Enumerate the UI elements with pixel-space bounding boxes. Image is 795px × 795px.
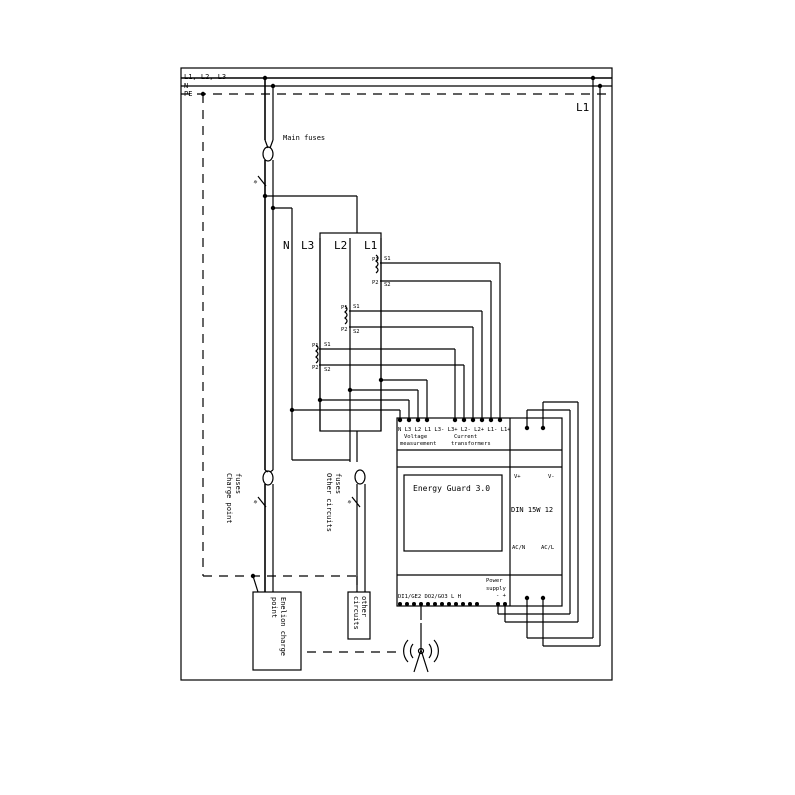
ct-l3-s1: S1 [324, 342, 331, 348]
antenna-icon [403, 623, 439, 673]
ct-l2-p2: P2 [341, 327, 348, 333]
v-plus-label: V+ [514, 474, 521, 480]
bottom-terminal-labels: DI1/GE2 DO2/GO3 L H [398, 594, 461, 600]
ct-l1-p1: P1 [372, 257, 379, 263]
v-minus-label: V- [548, 474, 555, 480]
ct-l2-s1: S1 [353, 304, 360, 310]
bus-pe-label: PE [184, 90, 192, 98]
svg-text:≡: ≡ [253, 499, 260, 505]
ct-l3-p1: P1 [312, 343, 319, 349]
power-supply-polarity: - + [496, 593, 507, 599]
device-name: Energy Guard 3.0 [413, 484, 490, 493]
psu-label: DIN 15W 12 [511, 506, 553, 514]
charge-point-label-line2: point [270, 597, 278, 618]
other-circuits-label-line2: circuits [352, 596, 360, 630]
bus-n-label: N [184, 82, 188, 90]
other-circuits-box [347, 591, 371, 640]
ct-l3-s2: S2 [324, 367, 331, 373]
panel-l2-label: L2 [334, 239, 347, 252]
power-supply-label-line1: Power [486, 578, 503, 584]
ac-n-label: AC/N [512, 545, 525, 551]
other-fuses-label-line2: fuses [334, 473, 342, 494]
top-terminal-labels: N L3 L2 L1 L3- L3+ L2- L2+ L1- L1+ [398, 427, 511, 433]
ct-l3-p2: P2 [312, 365, 319, 371]
other-circuits-label-line1: other [360, 596, 368, 617]
panel-n-label: N [283, 239, 290, 252]
current-label-line2: transformers [451, 441, 491, 447]
bus-l1-right-label: L1 [576, 101, 589, 114]
ct-l1-s1: S1 [384, 256, 391, 262]
device-display [403, 474, 503, 552]
ct-l1-p2: P2 [372, 280, 379, 286]
svg-text:≡: ≡ [347, 499, 354, 505]
charge-point-label-line1: Enelion charge [279, 597, 287, 656]
voltage-label-line1: Voltage [404, 434, 427, 440]
ct-l2-p1: P1 [341, 305, 348, 311]
power-supply-label-line2: supply [486, 586, 507, 592]
bus-l123-label: L1, L2, L3 [184, 73, 226, 81]
panel-l3-label: L3 [301, 239, 314, 252]
ct-l1-s2: S2 [384, 282, 391, 288]
svg-text:≡: ≡ [253, 179, 260, 185]
ac-l-label: AC/L [541, 545, 555, 551]
charge-point-box [252, 591, 302, 671]
other-fuses-label-line1: Other circuits [325, 473, 333, 532]
charge-fuses-label-line2: fuses [234, 473, 242, 494]
main-fuses-label: Main fuses [283, 134, 325, 142]
panel-l1-label: L1 [364, 239, 377, 252]
ct-l2-s2: S2 [353, 329, 360, 335]
diagram-frame [180, 67, 613, 681]
charge-fuses-label-line1: Charge point [225, 473, 233, 524]
current-label-line1: Current [454, 434, 477, 440]
energy-guard-device [396, 417, 563, 607]
voltage-label-line2: measurement [400, 441, 436, 447]
